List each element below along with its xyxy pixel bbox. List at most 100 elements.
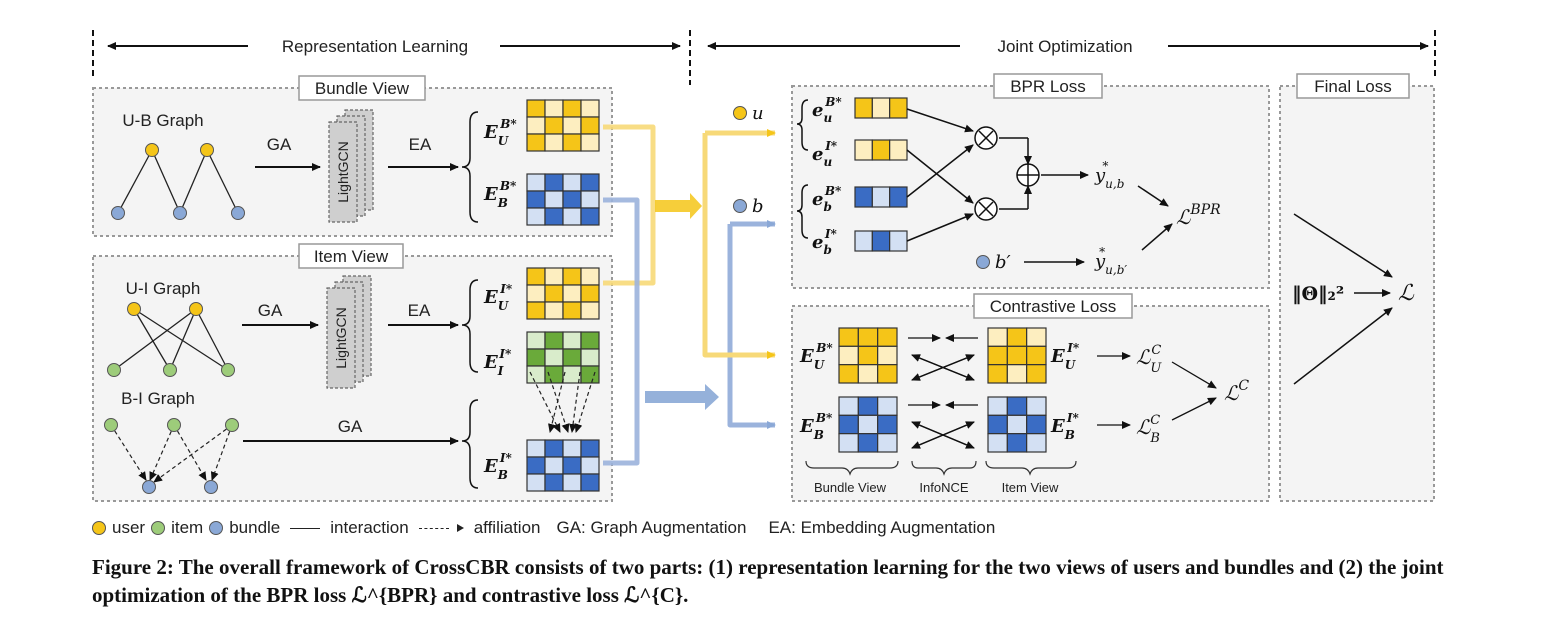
user-vector: [854, 139, 908, 161]
matrix-cell: [580, 267, 600, 286]
bundle-embedding-matrix: [526, 173, 600, 226]
flow-connectors: [603, 124, 776, 466]
matrix-cell: [544, 439, 564, 458]
matrix-cell: [987, 345, 1008, 366]
matrix-cell: [1006, 327, 1028, 347]
header: Representation Learning Joint Optimizati…: [92, 30, 1436, 85]
lightgcn-encoder: LightGCN: [328, 109, 374, 223]
matrix-cell: [526, 173, 546, 192]
matrix-cell: [526, 267, 546, 286]
bpr-loss-title: BPR Loss: [1010, 77, 1086, 96]
matrix-cell: [838, 345, 859, 366]
final-loss-symbol: ℒ: [1398, 281, 1415, 306]
user-node: [200, 143, 214, 157]
user-vector: [854, 97, 908, 119]
matrix-cell: [544, 284, 564, 303]
matrix-cell: [580, 439, 600, 458]
matrix-cell: [857, 345, 879, 366]
bundle-node: [733, 199, 747, 213]
matrix-cell: [526, 190, 546, 209]
bundle-vector: [854, 230, 908, 252]
matrix-cell: [857, 364, 879, 384]
legend: user item bundle interaction affiliation…: [92, 516, 1192, 540]
matrix-cell: [580, 190, 600, 209]
matrix-cell: [562, 190, 582, 209]
brace-bundle-view: Bundle View: [814, 480, 887, 495]
legend-ga: GA: Graph Augmentation: [556, 518, 747, 537]
matrix-cell: [580, 331, 600, 350]
user-embedding-matrix: [987, 327, 1047, 384]
matrix-cell: [1006, 433, 1028, 453]
item-node: [225, 418, 239, 432]
header-representation-learning: Representation Learning: [282, 37, 468, 56]
brace-item-view: Item View: [1002, 480, 1059, 495]
ea-label: EA: [408, 301, 431, 320]
node-u-label: u: [752, 103, 764, 124]
item-embedding-matrix: [526, 331, 600, 384]
bundle-node: [142, 480, 156, 494]
matrix-cell: [562, 331, 582, 350]
arrowhead-icon: [456, 524, 464, 532]
matrix-cell: [562, 116, 582, 135]
ub-graph: [117, 149, 239, 214]
user-node: [145, 143, 159, 157]
matrix-cell: [562, 133, 582, 152]
matrix-cell: [838, 433, 859, 453]
matrix-cell: [526, 284, 546, 303]
item-node: [221, 363, 235, 377]
lightgcn-label: LightGCN: [335, 141, 351, 202]
matrix-cell: [854, 186, 873, 208]
matrix-cell: [562, 456, 582, 475]
legend-bundle: bundle: [229, 518, 281, 537]
matrix-cell: [854, 230, 873, 252]
matrix-cell: [987, 433, 1008, 453]
flow-arrow: [655, 193, 702, 219]
contrastive-loss-title: Contrastive Loss: [990, 297, 1117, 316]
user-node: [127, 302, 141, 316]
matrix-cell: [838, 396, 859, 416]
matrix-cell: [580, 99, 600, 118]
matrix-cell: [1026, 414, 1047, 435]
matrix-cell: [544, 331, 564, 350]
matrix-cell: [544, 365, 564, 384]
framework-diagram: Representation Learning Joint Optimizati…: [92, 30, 1436, 502]
matrix-cell: [987, 364, 1008, 384]
matrix-cell: [877, 327, 898, 347]
matrix-cell: [857, 396, 879, 416]
matrix-cell: [580, 473, 600, 492]
bundle-node: [231, 206, 245, 220]
final-loss-title: Final Loss: [1314, 77, 1391, 96]
matrix-cell: [580, 284, 600, 303]
final-loss-panel: ‖Θ‖₂² ℒ: [1292, 213, 1415, 385]
matrix-cell: [580, 456, 600, 475]
ui-graph-label: U-I Graph: [126, 279, 201, 298]
matrix-cell: [889, 186, 908, 208]
matrix-cell: [562, 348, 582, 367]
matrix-cell: [854, 139, 873, 161]
user-embedding-matrix: [526, 267, 600, 320]
matrix-cell: [544, 116, 564, 135]
matrix-cell: [857, 327, 879, 347]
matrix-cell: [544, 99, 564, 118]
matrix-cell: [877, 364, 898, 384]
matrix-cell: [877, 345, 898, 366]
brace-infonce: InfoNCE: [919, 480, 968, 495]
matrix-cell: [987, 414, 1008, 435]
user-legend-icon: [92, 521, 106, 535]
matrix-cell: [1026, 396, 1047, 416]
matrix-cell: [562, 301, 582, 320]
legend-interaction: interaction: [330, 518, 409, 537]
matrix-cell: [562, 439, 582, 458]
interaction-line-icon: [290, 527, 321, 529]
bi-graph-label: B-I Graph: [121, 389, 195, 408]
ub-graph-label: U-B Graph: [122, 111, 203, 130]
matrix-cell: [544, 133, 564, 152]
matrix-cell: [889, 230, 908, 252]
bundle-node: [111, 206, 125, 220]
panels: [92, 85, 1435, 502]
matrix-cell: [526, 133, 546, 152]
matrix-cell: [544, 207, 564, 226]
item-node: [163, 363, 177, 377]
lightgcn-encoder: LightGCN: [326, 275, 372, 389]
user-node: [733, 106, 747, 120]
